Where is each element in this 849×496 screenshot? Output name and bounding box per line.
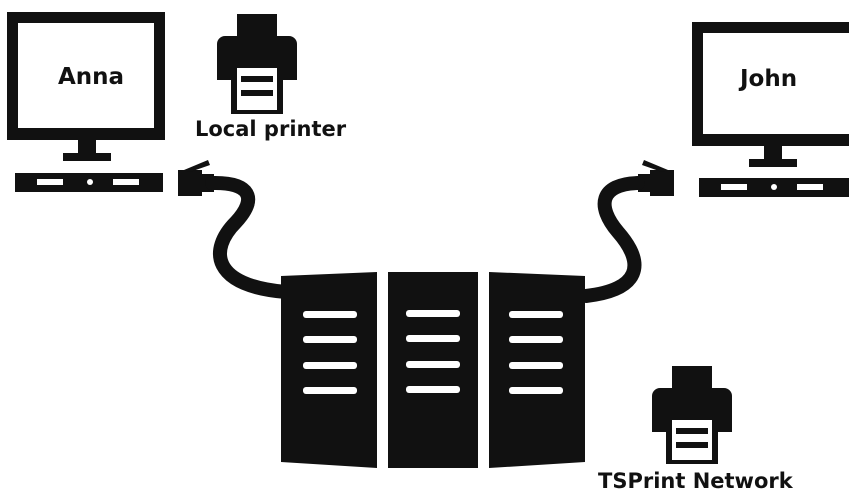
monitor-icon — [692, 22, 849, 167]
server-unit-right — [489, 272, 585, 468]
server-vent-slots — [303, 310, 563, 394]
desktop-tower-icon — [15, 173, 163, 192]
local-printer: Local printer — [195, 14, 347, 141]
server-rack-icon — [281, 272, 585, 468]
computer-name-john: John — [738, 66, 797, 92]
ethernet-plug-icon — [638, 160, 674, 196]
printer-icon — [652, 366, 732, 464]
server-unit-center — [388, 272, 478, 468]
desktop-tower-icon — [699, 178, 849, 197]
ethernet-cable-left — [178, 160, 293, 299]
network-printer: TSPrint Network — [598, 366, 794, 493]
network-printer-label: TSPrint Network — [598, 469, 794, 493]
local-printer-label: Local printer — [195, 117, 347, 141]
server-unit-left — [281, 272, 377, 468]
ethernet-cable-right — [579, 160, 674, 303]
printer-icon — [217, 14, 297, 114]
computer-john: John — [692, 22, 849, 197]
computer-anna: Anna — [7, 12, 165, 192]
monitor-icon — [7, 12, 165, 161]
computer-name-anna: Anna — [58, 64, 124, 90]
